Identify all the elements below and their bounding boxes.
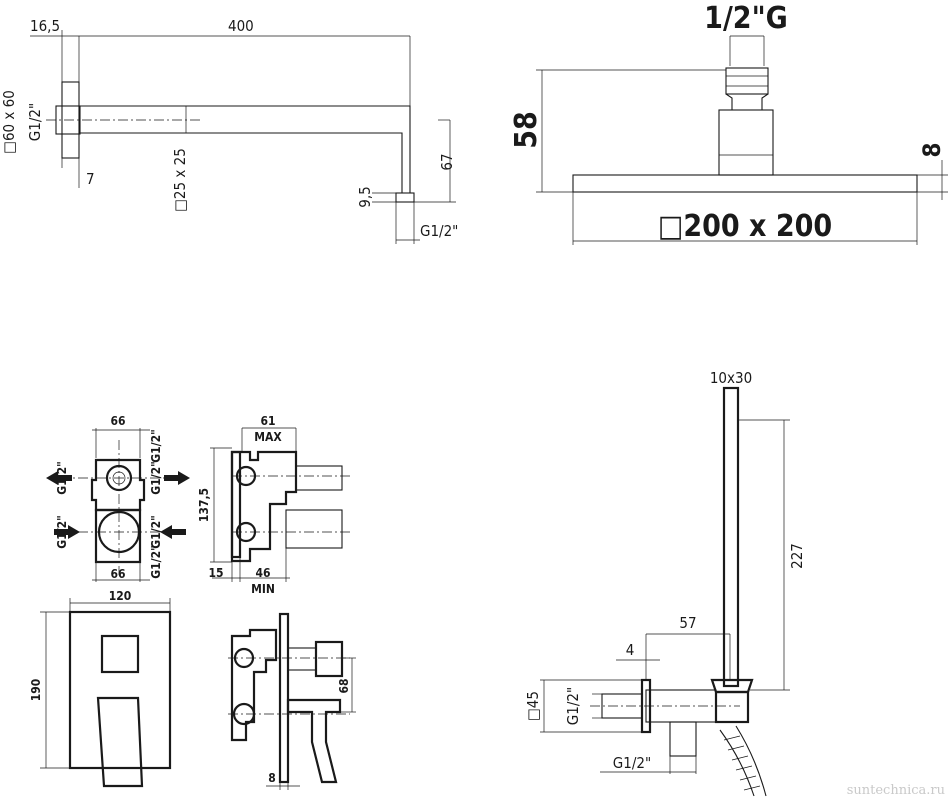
head-dim-connection: 1/2"G [704,1,788,36]
arm-outlet [395,192,415,203]
side-dim-depth-max: 61 [260,414,275,428]
head-dim-height: 58 [509,111,544,149]
body-thread-label-2: G1/2" [55,461,69,494]
body-thread-label-1: G1/2" [149,429,163,462]
trim-side-dim-lever: 68 [337,678,351,693]
trim-side-knob [314,640,344,678]
side-label-max: MAX [254,430,282,444]
arrow-right-outlet-icon [164,471,190,485]
trim-plate [68,610,172,770]
shower-head-view: 1/2"G 58 8 □200 x 200 [509,1,948,245]
side-dim-height: 137,5 [197,488,211,522]
side-front-plate [230,450,242,559]
side-label-min: MIN [251,582,275,596]
head-dim-size: □200 x 200 [658,209,832,244]
trim-diverter-knob [100,634,140,674]
hs-dim-bottom-thread: G1/2" [613,754,651,772]
arm-pipe-top [80,105,411,194]
trim-side-plate [278,612,290,784]
shower-arm-view: 16,5 400 □60 x 60 G1/2" 7 □25 x 25 67 9,… [0,17,458,244]
hs-handle [722,386,740,688]
trim-side-body [230,628,278,742]
trim-side-dim-plate: 8 [268,771,276,785]
head-joint [718,109,774,176]
arm-dim-flange-depth: 7 [86,170,95,188]
hs-dim-handle: 10x30 [710,369,752,387]
body-dim-width-bottom: 66 [110,567,125,581]
head-neck [725,93,769,111]
body-upper-block [90,458,146,512]
side-upper-spindle [295,465,343,491]
arm-dim-flange: □60 x 60 [0,90,18,154]
side-dim-depth-min: 46 [255,566,270,580]
arrow-right-inlet-icon [160,525,186,539]
arm-dim-outlet: 9,5 [356,186,374,207]
hs-dim-thread: G1/2" [564,687,582,725]
hs-holder-body [714,690,750,724]
arm-dim-length: 400 [228,17,254,35]
body-thread-label-3: G1/2" [149,461,163,494]
watermark: suntechnica.ru [847,783,945,798]
side-body-outline [230,450,298,563]
arm-pipe-bottom [80,132,403,193]
trim-front-view: 120 190 [29,589,172,788]
head-nut [725,67,769,95]
arrow-left-inlet-icon [54,525,80,539]
body-thread-label-5: G1/2" [149,515,163,548]
arm-dim-section: □25 x 25 [171,148,189,212]
mixer-body-side-view: 61 MAX 137,5 15 46 MIN [197,414,350,596]
side-lower-spindle [285,509,343,549]
hs-hose-ribs [723,735,761,791]
hs-hose-connector [669,721,697,757]
arm-dim-outlet-thread: G1/2" [420,222,458,240]
hs-dim-depth: 57 [679,614,696,632]
hs-hose [719,725,767,797]
arm-dim-drop: 67 [438,153,456,170]
trim-dim-width: 120 [109,589,132,603]
arrow-left-outlet-icon [46,471,72,485]
hs-thread-nipple [601,693,643,719]
trim-dim-height: 190 [29,679,43,702]
arm-dim-offset: 16,5 [30,17,60,35]
hs-dim-wall: 4 [626,641,635,659]
hs-dim-flange: □45 [524,691,542,721]
trim-side-knob-stem [287,647,317,671]
head-plate [572,174,918,193]
trim-side-view: 68 8 [228,612,356,790]
trim-lever [96,696,144,788]
arm-dim-thread: G1/2" [26,103,44,141]
hand-shower-view: 10x30 227 57 4 □45 G1/2" G1/2" [524,369,806,797]
body-dim-width-top: 66 [110,414,125,428]
mixer-body-front-view: 66 66 G1/2" G1/2" G1/2" G1/2" G1/2" G1/2… [46,414,190,582]
head-dim-plate: 8 [918,142,946,157]
side-dim-front: 15 [208,566,223,580]
body-thread-label-4: G1/2" [55,515,69,548]
body-thread-label-6: G1/2" [149,545,163,578]
trim-side-lever [286,698,342,784]
hs-dim-length: 227 [788,543,806,569]
